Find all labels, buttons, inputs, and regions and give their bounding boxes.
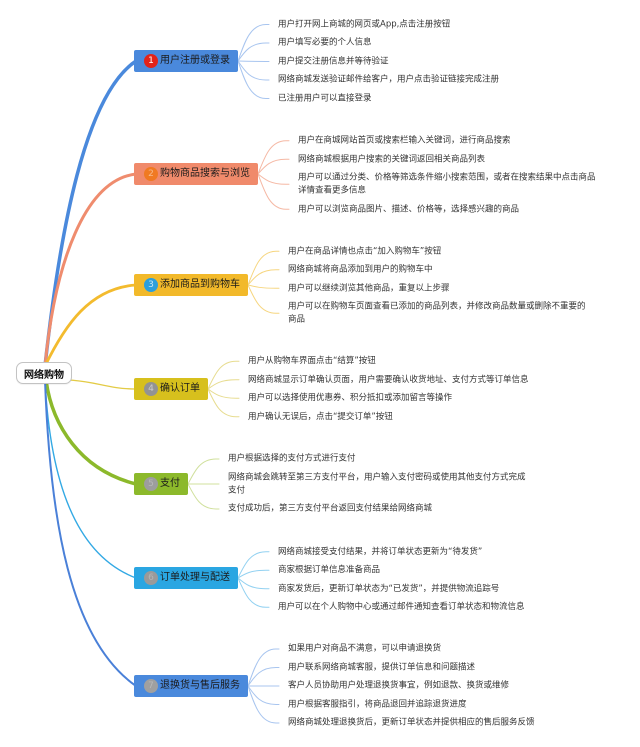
subtopic-connector xyxy=(247,284,280,314)
subtopic-connector xyxy=(237,42,270,62)
branch-line-after-sales xyxy=(44,379,137,687)
subtopic-list: 用户从购物车界面点击“结算”按钮 网络商城显示订单确认页面，用户需要确认收货地址… xyxy=(248,355,529,424)
subtopic[interactable]: 用户可以浏览商品图片、描述、价格等，选择感兴趣的商品 xyxy=(298,203,520,214)
main-topic-add-to-cart[interactable]: 3 添加商品到购物车 xyxy=(134,274,248,296)
subtopic-connector xyxy=(247,284,280,289)
subtopic[interactable]: 用户可以在购物车页面查看已添加的商品列表，并修改商品数量或删除不重要的商品 xyxy=(288,301,586,325)
subtopic-connector xyxy=(247,250,280,286)
branch-line-search-browse xyxy=(43,172,138,368)
root-topic[interactable]: 网络购物 xyxy=(16,362,72,384)
subtopic-connector xyxy=(237,24,270,62)
subtopic-connector xyxy=(257,140,290,175)
main-topic-label: 退换货与售后服务 xyxy=(160,680,240,691)
subtopic-connector xyxy=(207,388,240,399)
subtopic-connector xyxy=(247,685,280,705)
subtopic[interactable]: 用户联系网络商城客服，提供订单信息和问题描述 xyxy=(288,662,476,672)
main-topic-label: 用户注册或登录 xyxy=(160,55,230,66)
subtopic[interactable]: 用户在商品详情也点击“加入购物车”按钮 xyxy=(288,245,442,256)
subtopic-connector xyxy=(237,551,270,579)
main-topic-label: 订单处理与配送 xyxy=(160,572,230,583)
branch-line-confirm-order xyxy=(67,379,137,390)
subtopic-list: 如果用户对商品不满意，可以申请退换货 用户联系网络商城客服，提供订单信息和问题描… xyxy=(288,643,535,730)
root-topic-label: 网络购物 xyxy=(24,369,64,381)
priority-4-icon: 4 xyxy=(144,382,158,396)
subtopic-connector xyxy=(237,60,270,81)
subtopic[interactable]: 网络商城显示订单确认页面，用户需要确认收货地址、支付方式等订单信息 xyxy=(248,374,529,385)
subtopic[interactable]: 用户根据客服指引，将商品退回并追踪退货进度 xyxy=(288,699,467,709)
subtopic[interactable]: 用户填写必要的个人信息 xyxy=(278,37,372,48)
main-topic-after-sales[interactable]: 7 退换货与售后服务 xyxy=(134,675,248,697)
subtopic[interactable]: 客户人员协助用户处理退换货事宜，例如退款、换货或维修 xyxy=(288,680,510,691)
subtopic-connector xyxy=(187,483,220,510)
subtopic[interactable]: 网络商城会跳转至第三方支付平台，用户输入支付密码或使用其他支付方式完成支付 xyxy=(228,472,526,495)
priority-3-icon: 3 xyxy=(144,278,158,292)
subtopic[interactable]: 商家发货后，更新订单状态为“已发货”，并提供物流追踪号 xyxy=(278,583,500,594)
subtopic-connector xyxy=(237,60,270,62)
subtopic[interactable]: 支付成功后，第三方支付平台返回支付结果给网络商城 xyxy=(228,503,433,514)
subtopic[interactable]: 网络商城根据用户搜索的关键词返回相关商品列表 xyxy=(298,153,486,164)
main-topic-confirm-order[interactable]: 4 确认订单 xyxy=(134,378,208,400)
subtopic[interactable]: 用户可以继续浏览其他商品，重复以上步骤 xyxy=(288,282,450,293)
main-topic-label: 支付 xyxy=(160,478,180,489)
subtopic-connector xyxy=(247,685,280,724)
subtopic-connector xyxy=(207,379,240,390)
subtopic-connector xyxy=(237,577,270,608)
subtopic-list: 用户在商品详情也点击“加入购物车”按钮 网络商城将商品添加到用户的购物车中 用户… xyxy=(288,245,587,327)
main-topic-registration[interactable]: 1 用户注册或登录 xyxy=(134,50,238,72)
subtopic[interactable]: 如果用户对商品不满意，可以申请退换货 xyxy=(288,643,442,654)
subtopic[interactable]: 用户提交注册信息并等待验证 xyxy=(278,56,389,66)
subtopic[interactable]: 用户在商城网站首页或搜索栏输入关键词，进行商品搜索 xyxy=(298,135,511,146)
main-topic-payment[interactable]: 5 支付 xyxy=(134,473,188,495)
subtopic-list: 网络商城接受支付结果，并将订单状态更新为“待发货” 商家根据订单信息准备商品 商… xyxy=(278,545,525,614)
main-topic-label: 购物商品搜索与浏览 xyxy=(160,168,250,179)
subtopic-connector xyxy=(247,269,280,286)
subtopic[interactable]: 用户可以在个人购物中心或通过邮件通知查看订单状态和物流信息 xyxy=(278,601,525,612)
subtopic[interactable]: 用户确认无误后，点击“提交订单”按钮 xyxy=(248,411,393,422)
subtopic[interactable]: 用户根据选择的支付方式进行支付 xyxy=(228,453,356,464)
priority-5-icon: 5 xyxy=(144,477,158,491)
subtopic[interactable]: 用户可以选择使用优惠券、积分抵扣或添加留言等操作 xyxy=(248,392,453,403)
subtopic[interactable]: 网络商城处理退换货后，更新订单状态并提供相应的售后服务反馈 xyxy=(288,717,535,728)
priority-1-icon: 1 xyxy=(144,54,158,68)
subtopic[interactable]: 网络商城接受支付结果，并将订单状态更新为“待发货” xyxy=(278,546,483,557)
main-topic-label: 添加商品到购物车 xyxy=(160,279,240,290)
main-topic-label: 确认订单 xyxy=(160,383,200,394)
subtopic-list: 用户根据选择的支付方式进行支付 网络商城会跳转至第三方支付平台，用户输入支付密码… xyxy=(228,453,527,516)
priority-2-icon: 2 xyxy=(144,167,158,181)
subtopic-connector xyxy=(257,158,290,175)
main-topic-order-fulfillment[interactable]: 6 订单处理与配送 xyxy=(134,567,238,589)
subtopic[interactable]: 用户打开网上商城的网页或App,点击注册按钮 xyxy=(278,19,451,29)
subtopic-connector xyxy=(257,173,290,210)
branch-line-payment xyxy=(44,378,138,486)
subtopic[interactable]: 已注册用户可以直接登录 xyxy=(278,93,372,103)
priority-7-icon: 7 xyxy=(144,679,158,693)
subtopic[interactable]: 商家根据订单信息准备商品 xyxy=(278,564,381,575)
subtopic-connector xyxy=(237,60,270,99)
branch-line-order-fulfillment xyxy=(44,379,137,579)
subtopic[interactable]: 用户可以通过分类、价格等筛选条件缩小搜索范围，或者在搜索结果中点击商品详情查看更… xyxy=(298,172,596,196)
subtopic-connector xyxy=(187,458,220,485)
subtopic-connector xyxy=(257,173,290,185)
branch-line-add-to-cart xyxy=(43,283,138,368)
main-topic-search-browse[interactable]: 2 购物商品搜索与浏览 xyxy=(134,163,258,185)
subtopic-connector xyxy=(237,569,270,579)
subtopic-list: 用户打开网上商城的网页或App,点击注册按钮 用户填写必要的个人信息 用户提交注… xyxy=(278,18,499,105)
subtopic-connector xyxy=(207,388,240,418)
subtopic[interactable]: 网络商城发送验证邮件给客户，用户点击验证链接完成注册 xyxy=(278,74,500,85)
priority-6-icon: 6 xyxy=(144,571,158,585)
subtopic[interactable]: 用户从购物车界面点击“结算”按钮 xyxy=(248,355,376,366)
subtopic-connector xyxy=(237,577,270,590)
subtopic-list: 用户在商城网站首页或搜索栏输入关键词，进行商品搜索 网络商城根据用户搜索的关键词… xyxy=(298,134,597,216)
subtopic-connector xyxy=(207,360,240,390)
subtopic-connector xyxy=(247,667,280,687)
subtopic-connector xyxy=(247,648,280,687)
subtopic[interactable]: 网络商城将商品添加到用户的购物车中 xyxy=(288,264,433,275)
